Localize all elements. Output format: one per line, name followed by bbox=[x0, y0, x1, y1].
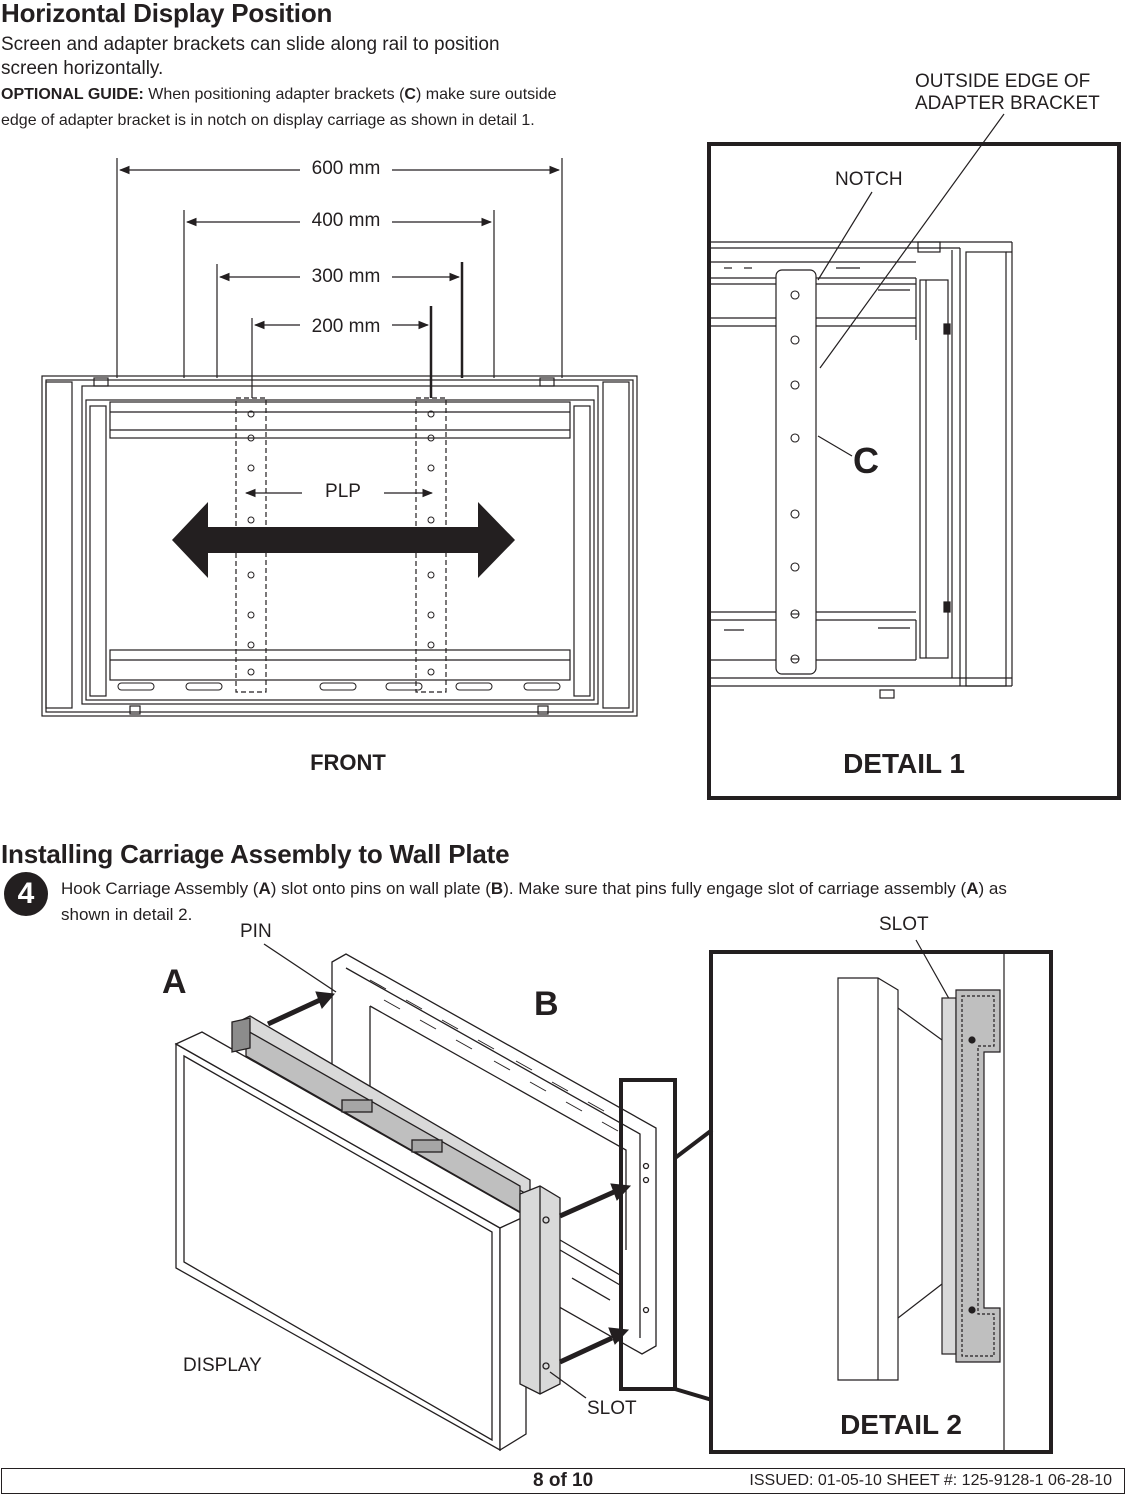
step-letter-c: A bbox=[966, 879, 979, 898]
slot-label-main: SLOT bbox=[587, 1398, 637, 1419]
plp-label: PLP bbox=[325, 481, 361, 502]
step-4-line-2: shown in detail 2. bbox=[61, 905, 193, 924]
section-description: Screen and adapter brackets can slide al… bbox=[1, 33, 500, 81]
optional-guide-letter: C bbox=[404, 86, 416, 103]
outside-edge-line-2: ADAPTER BRACKET bbox=[915, 93, 1100, 114]
description-line-2: screen horizontally. bbox=[1, 58, 164, 79]
front-caption: FRONT bbox=[310, 750, 386, 775]
optional-guide-label: OPTIONAL GUIDE: bbox=[1, 86, 144, 103]
step-text-c: ). Make sure that pins fully engage slot… bbox=[503, 879, 967, 898]
part-a-label: A bbox=[162, 963, 187, 1001]
issue-info: ISSUED: 01-05-10 SHEET #: 125-9128-1 06-… bbox=[749, 1472, 1112, 1489]
step-text-b: ) slot onto pins on wall plate ( bbox=[270, 879, 491, 898]
detail-2-caption: DETAIL 2 bbox=[840, 1409, 962, 1440]
dimension-400: 400 mm bbox=[311, 210, 381, 231]
optional-guide-line-1: OPTIONAL GUIDE: When positioning adapter… bbox=[1, 82, 557, 108]
display-label: DISPLAY bbox=[183, 1355, 262, 1376]
step-letter-b: B bbox=[490, 879, 504, 898]
outside-edge-line-1: OUTSIDE EDGE OF bbox=[915, 71, 1091, 92]
page-footer: 8 of 10 ISSUED: 01-05-10 SHEET #: 125-91… bbox=[1, 1468, 1125, 1494]
slot-label-detail: SLOT bbox=[879, 914, 929, 935]
dimension-600: 600 mm bbox=[311, 158, 381, 179]
outside-edge-label: OUTSIDE EDGE OF ADAPTER BRACKET bbox=[915, 71, 1100, 115]
notch-label: NOTCH bbox=[835, 169, 903, 190]
optional-guide-text-b: ) make sure outside bbox=[415, 86, 557, 103]
description-line-1: Screen and adapter brackets can slide al… bbox=[1, 34, 500, 55]
part-b-label: B bbox=[534, 985, 559, 1023]
section-title-horizontal-position: Horizontal Display Position bbox=[1, 0, 333, 28]
step-letter-a: A bbox=[258, 879, 271, 898]
dimension-200: 200 mm bbox=[311, 316, 381, 337]
optional-guide-line-2: edge of adapter bracket is in notch on d… bbox=[1, 112, 535, 129]
detail-1-caption: DETAIL 1 bbox=[843, 748, 965, 779]
slide-direction-arrow bbox=[172, 502, 515, 578]
pin-label: PIN bbox=[240, 921, 272, 942]
step-text-a: Hook Carriage Assembly ( bbox=[61, 879, 259, 898]
optional-guide: OPTIONAL GUIDE: When positioning adapter… bbox=[1, 82, 557, 134]
step-4-instructions: Hook Carriage Assembly (A) slot onto pin… bbox=[61, 876, 1121, 928]
page-number: 8 of 10 bbox=[533, 1470, 594, 1491]
optional-guide-text-a: When positioning adapter brackets ( bbox=[143, 86, 405, 103]
dimension-300: 300 mm bbox=[311, 266, 381, 287]
section-title-installing-carriage: Installing Carriage Assembly to Wall Pla… bbox=[1, 839, 510, 869]
part-c-label: C bbox=[853, 440, 879, 481]
step-4-line-1: Hook Carriage Assembly (A) slot onto pin… bbox=[61, 876, 1121, 902]
step-number-badge: 4 bbox=[4, 872, 48, 916]
step-text-d: ) as bbox=[978, 879, 1007, 898]
